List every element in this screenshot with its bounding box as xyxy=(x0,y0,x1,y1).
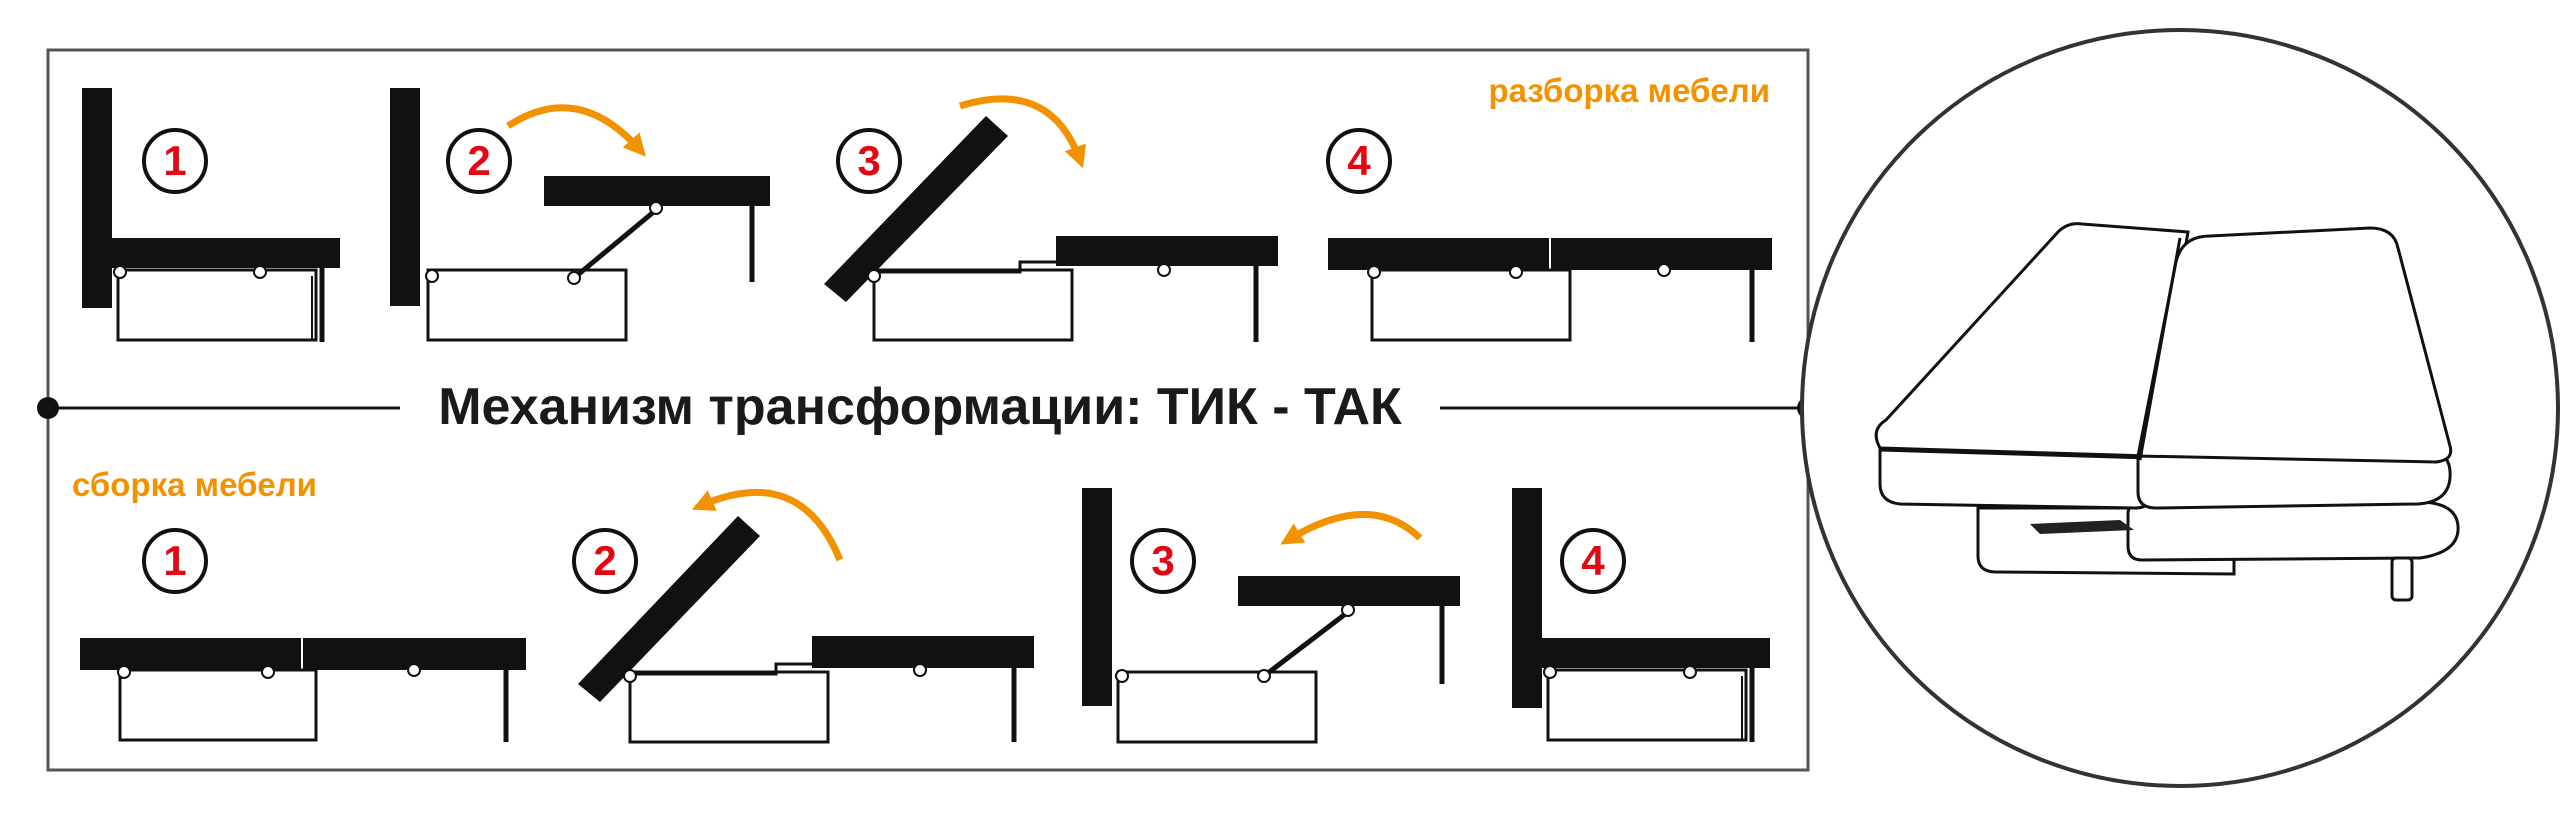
seat-cushion-raised xyxy=(544,176,770,206)
seat-frame-link xyxy=(630,662,812,676)
assembly-step-3-number: 3 xyxy=(1130,528,1196,594)
base-box xyxy=(426,268,628,342)
disassembly-step-1 xyxy=(82,88,340,342)
divider-dot-left xyxy=(37,397,59,419)
pivot xyxy=(113,265,127,279)
seat-cushion-raised xyxy=(1238,576,1460,606)
pivot xyxy=(1543,665,1557,679)
backrest xyxy=(390,88,420,306)
pivot xyxy=(1657,263,1671,277)
pivot xyxy=(867,269,881,283)
disassembly-label: разборка мебели xyxy=(1488,72,1770,109)
sofa-leg xyxy=(2390,556,2414,602)
lift-bracket xyxy=(572,208,658,280)
pivot xyxy=(1683,665,1697,679)
assembly-step-1-number: 1 xyxy=(142,528,208,594)
assembly-step-2 xyxy=(578,488,1034,744)
sofa-left-top xyxy=(1874,222,2190,458)
base-box xyxy=(1546,668,1748,742)
base-box xyxy=(1370,268,1572,342)
seat-cushion xyxy=(1056,236,1278,266)
assembly-step-1 xyxy=(80,638,526,742)
arrow-clockwise-icon xyxy=(506,104,646,157)
disassembly-step-3-number: 3 xyxy=(836,128,902,194)
seat-frame-link xyxy=(874,260,1056,274)
disassembly-step-2-number: 2 xyxy=(446,128,512,194)
pivot xyxy=(649,201,663,215)
pivot xyxy=(1157,263,1171,277)
backrest xyxy=(1512,488,1542,708)
pivot xyxy=(407,663,421,677)
arrow-clockwise-icon xyxy=(958,95,1086,169)
pivot xyxy=(425,269,439,283)
assembly-step-4 xyxy=(1512,488,1770,742)
assembly-step-2-number: 2 xyxy=(572,528,638,594)
base-box xyxy=(628,670,830,744)
seat-cushion xyxy=(1542,638,1770,668)
backrest xyxy=(1082,488,1112,706)
pivot xyxy=(261,665,275,679)
backrest xyxy=(82,88,112,308)
pivot xyxy=(1341,603,1355,617)
pivot xyxy=(567,271,581,285)
disassembly-step-3 xyxy=(824,95,1278,342)
pivot xyxy=(1257,669,1271,683)
backrest-tilting xyxy=(578,516,760,702)
lift-bracket xyxy=(1262,610,1350,678)
disassembly-step-2 xyxy=(390,88,770,342)
pivot xyxy=(623,669,637,683)
pivot xyxy=(117,665,131,679)
sofa-zoom-view xyxy=(1800,28,2560,788)
disassembly-step-4-number: 4 xyxy=(1326,128,1392,194)
backrest-tilting xyxy=(824,116,1008,302)
seat-cushion xyxy=(112,238,340,268)
pivot xyxy=(1367,265,1381,279)
pivot xyxy=(1509,265,1523,279)
pivot xyxy=(913,663,927,677)
pivot xyxy=(253,265,267,279)
arrow-counterclockwise-icon xyxy=(691,488,844,562)
diagram-title: Механизм трансформации: ТИК - ТАК xyxy=(400,372,1440,442)
base-box xyxy=(118,668,318,742)
pivot xyxy=(1115,669,1129,683)
assembly-step-4-number: 4 xyxy=(1560,528,1626,594)
base-box xyxy=(116,268,318,342)
sofa-left-edge xyxy=(1879,448,2151,460)
base-box xyxy=(872,268,1074,342)
seat-cushion xyxy=(812,636,1034,668)
arrow-counterclockwise-icon xyxy=(1280,511,1423,545)
assembly-step-3 xyxy=(1082,488,1460,744)
disassembly-step-4 xyxy=(1328,238,1772,342)
sofa-right-top xyxy=(2136,226,2453,464)
base-box xyxy=(1116,670,1318,744)
sofa-gap xyxy=(2138,237,2182,461)
disassembly-step-1-number: 1 xyxy=(142,128,208,194)
sofa-lower-cushion xyxy=(2126,500,2460,562)
sofa-mechanism-slit xyxy=(2030,520,2134,534)
assembly-label: сборка мебели xyxy=(72,466,317,503)
